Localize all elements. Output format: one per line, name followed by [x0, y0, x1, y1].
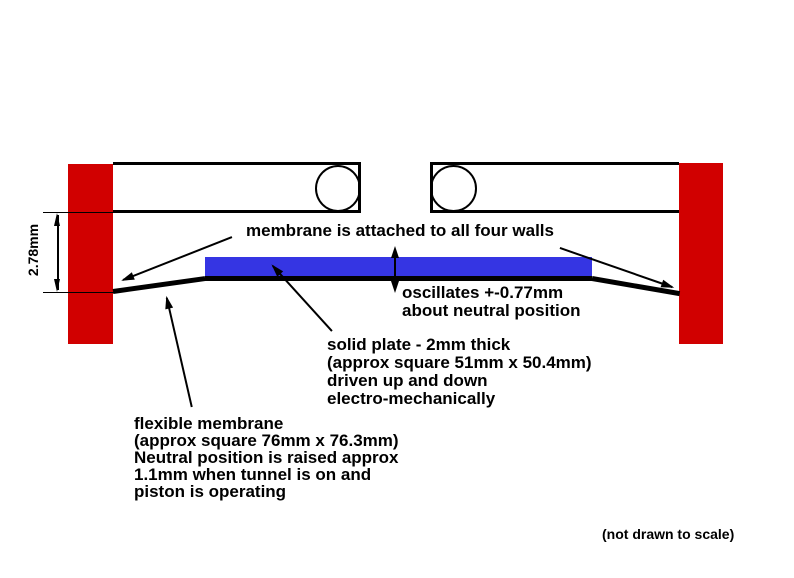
dimension-tick-top — [43, 212, 113, 213]
dimension-label: 2.78mm — [25, 223, 41, 277]
oscillates-label: oscillates +-0.77mm about neutral positi… — [402, 284, 581, 320]
oscillation-arrow-line — [394, 252, 396, 288]
oscillates-line-1: oscillates +-0.77mm — [402, 283, 564, 302]
flexible-membrane-line-1: flexible membrane — [134, 414, 284, 433]
solid-plate-line-4: electro-mechanically — [327, 389, 496, 408]
arrow-flexible-membrane — [162, 295, 193, 408]
right-roller-circle — [430, 165, 477, 212]
solid-plate-line-3: driven up and down — [327, 371, 488, 390]
scale-note-label: (not drawn to scale) — [602, 526, 735, 542]
oscillation-arrow-down-icon — [391, 281, 399, 293]
solid-plate — [205, 257, 592, 276]
left-wall — [68, 164, 113, 344]
solid-plate-label: solid plate - 2mm thick (approx square 5… — [327, 336, 592, 408]
oscillates-line-2: about neutral position — [402, 301, 581, 320]
dimension-arrow-down-icon — [54, 279, 60, 292]
solid-plate-line-1: solid plate - 2mm thick — [327, 335, 511, 354]
flexible-membrane-line-3: Neutral position is raised approx — [134, 448, 399, 467]
dimension-arrow-up-icon — [54, 213, 60, 226]
left-duct-bottom-line — [113, 210, 361, 213]
right-duct-top-line — [430, 162, 679, 165]
dimension-line — [57, 215, 59, 290]
right-duct-bottom-line — [430, 210, 679, 213]
left-duct-top-line — [113, 162, 361, 165]
right-wall — [679, 163, 723, 344]
flexible-membrane-line-2: (approx square 76mm x 76.3mm) — [134, 431, 399, 450]
arrowhead-icon — [162, 295, 174, 310]
plate-underline — [205, 276, 592, 281]
flexible-membrane-line-5: piston is operating — [134, 482, 287, 501]
oscillation-arrow-up-icon — [391, 246, 399, 258]
left-roller-circle — [315, 165, 361, 212]
dimension-tick-bottom — [43, 292, 114, 293]
arrowhead-icon — [119, 272, 135, 285]
solid-plate-line-2: (approx square 51mm x 50.4mm) — [327, 353, 592, 372]
membrane-attached-label: membrane is attached to all four walls — [246, 221, 554, 240]
flexible-membrane-line-4: 1.1mm when tunnel is on and — [134, 465, 372, 484]
flexible-membrane-label: flexible membrane (approx square 76mm x … — [134, 415, 399, 500]
